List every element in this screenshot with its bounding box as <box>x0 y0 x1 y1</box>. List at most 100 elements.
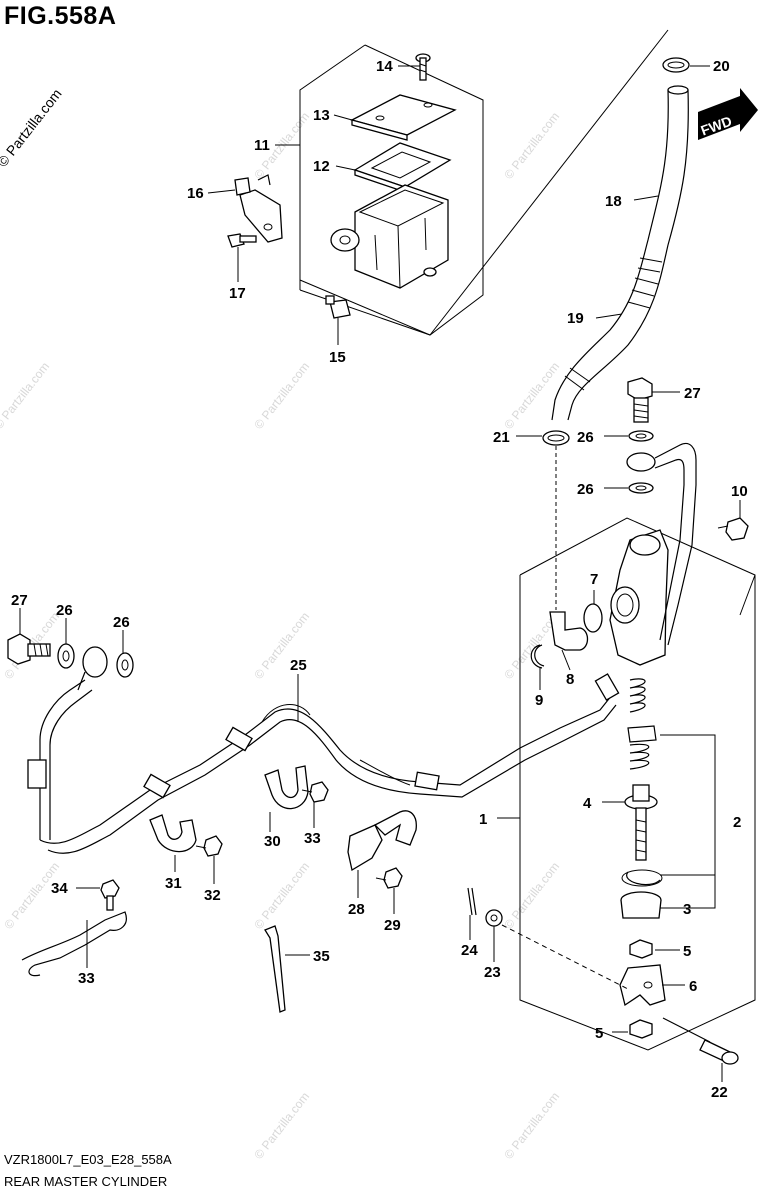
callout-24: 24 <box>461 942 478 959</box>
bracket-bolt-29 <box>375 867 403 889</box>
callout-26-lower: 26 <box>577 481 594 498</box>
callout-1: 1 <box>479 811 487 828</box>
callout-12: 12 <box>313 158 330 175</box>
callout-35: 35 <box>313 948 330 965</box>
callout-15: 15 <box>329 349 346 366</box>
callout-7: 7 <box>590 571 598 588</box>
reservoir-hose <box>551 85 689 421</box>
watermark: © Partzilla.com <box>501 360 562 432</box>
callout-2: 2 <box>733 814 741 831</box>
callout-6: 6 <box>689 978 697 995</box>
reservoir-bracket <box>234 174 283 243</box>
callout-3: 3 <box>683 901 691 918</box>
watermark: © Partzilla.com <box>501 110 562 182</box>
callout-9: 9 <box>535 692 543 709</box>
callout-31: 31 <box>165 875 182 892</box>
callout-14: 14 <box>376 58 393 75</box>
callout-26-left-outer: 26 <box>113 614 130 631</box>
clamp-bolt-33 <box>301 781 329 803</box>
wire-clip-33 <box>21 911 127 977</box>
watermark: © Partzilla.com <box>251 360 312 432</box>
callout-20: 20 <box>713 58 730 75</box>
callout-33-upper: 33 <box>304 830 321 847</box>
callout-25: 25 <box>290 657 307 674</box>
circlip-small <box>530 644 545 669</box>
master-cylinder-body <box>609 484 697 666</box>
figure-title: FIG.558A <box>4 2 117 30</box>
reservoir-tank <box>330 184 449 289</box>
banjo-fitting-left <box>77 646 108 691</box>
hose-clamp-31 <box>149 814 197 853</box>
callout-labels: 14 13 11 12 16 17 15 20 18 19 27 2 1 26 2… <box>11 58 748 1101</box>
callout-29: 29 <box>384 917 401 934</box>
reservoir-cap <box>350 94 457 141</box>
callout-22: 22 <box>711 1084 728 1101</box>
watermark: © Partzilla.com <box>251 1090 312 1162</box>
callout-34: 34 <box>51 880 68 897</box>
callout-16: 16 <box>187 185 204 202</box>
hose-bracket-28 <box>347 810 417 872</box>
callout-26-upper: 26 <box>577 429 594 446</box>
push-rod <box>635 807 647 861</box>
callout-19: 19 <box>567 310 584 327</box>
watermark: © Partzilla.com <box>251 860 312 932</box>
cotter-pin <box>467 887 477 916</box>
callout-10: 10 <box>731 483 748 500</box>
oring <box>583 603 603 633</box>
callout-33-lower: 33 <box>78 970 95 987</box>
forward-arrow-icon: FWD <box>698 88 758 140</box>
callout-17: 17 <box>229 285 246 302</box>
callout-4: 4 <box>583 795 592 812</box>
callout-11: 11 <box>254 137 270 154</box>
hose-clamp-30 <box>264 765 309 810</box>
watermark: © Partzilla.com <box>0 360 52 432</box>
brake-hose <box>27 673 620 854</box>
callout-30: 30 <box>264 833 281 850</box>
reservoir-cap-screw <box>415 53 431 81</box>
nut-upper <box>629 939 653 959</box>
callout-5-lower: 5 <box>595 1025 603 1042</box>
callout-28: 28 <box>348 901 365 918</box>
callout-26-left-inner: 26 <box>56 602 73 619</box>
push-rod-seat <box>624 784 658 810</box>
callout-23: 23 <box>484 964 501 981</box>
boot-spring <box>627 678 657 770</box>
boot <box>620 891 662 919</box>
callout-8: 8 <box>566 671 574 688</box>
diagram-name: REAR MASTER CYLINDER <box>4 1174 168 1189</box>
hose-clamp-top <box>662 57 690 73</box>
callout-18: 18 <box>605 193 622 210</box>
callout-5-upper: 5 <box>683 943 691 960</box>
watermark: © Partzilla.com <box>501 1090 562 1162</box>
callout-32: 32 <box>204 887 221 904</box>
model-code: VZR1800L7_E03_E28_558A <box>4 1152 172 1167</box>
banjo-bolt-upper <box>627 377 653 423</box>
clamp-bolt-32 <box>195 835 223 857</box>
leader-lines <box>19 65 741 1082</box>
clevis <box>619 964 666 1007</box>
bracket-bolt <box>227 233 257 248</box>
circlip-large <box>621 869 663 887</box>
banjo-union <box>626 442 697 485</box>
reservoir-diaphragm-plate <box>353 142 452 193</box>
watermark: © Partzilla.com <box>501 860 562 932</box>
callout-27-left: 27 <box>11 592 28 609</box>
master-cylinder-box <box>519 517 756 1051</box>
banjo-bolt-left <box>7 633 51 665</box>
clevis-pin <box>662 1017 739 1065</box>
callout-13: 13 <box>313 107 330 124</box>
washer-left-outer <box>116 652 134 678</box>
hose-clamp-bottom <box>542 430 570 610</box>
cable-tie-35 <box>264 925 286 1013</box>
washer-lower <box>628 482 654 494</box>
bleeder-screw <box>717 517 749 541</box>
reservoir-bolt <box>325 295 351 319</box>
washer-pin <box>485 909 631 991</box>
reservoir-group-box <box>299 29 669 336</box>
nut-lower <box>629 1019 653 1039</box>
hose-joint <box>549 611 589 651</box>
washer-upper <box>628 430 654 442</box>
callout-27-upper: 27 <box>684 385 701 402</box>
washer-left-inner <box>57 643 75 669</box>
